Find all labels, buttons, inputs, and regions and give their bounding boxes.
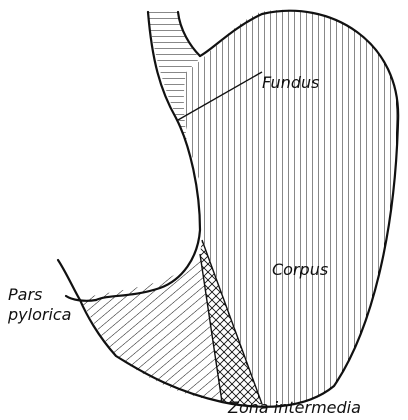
- pyloric-canal-lower: [58, 260, 80, 300]
- pars-pylorica-region: [80, 254, 222, 402]
- corpus-label: Corpus: [272, 260, 328, 279]
- pars-pylorica-label-line1: Pars: [8, 285, 42, 304]
- zona-intermedia-label: Zona intermedia: [227, 398, 361, 417]
- fundus-label: Fundus: [262, 73, 319, 92]
- pars-pylorica-label-line2: pylorica: [7, 305, 71, 324]
